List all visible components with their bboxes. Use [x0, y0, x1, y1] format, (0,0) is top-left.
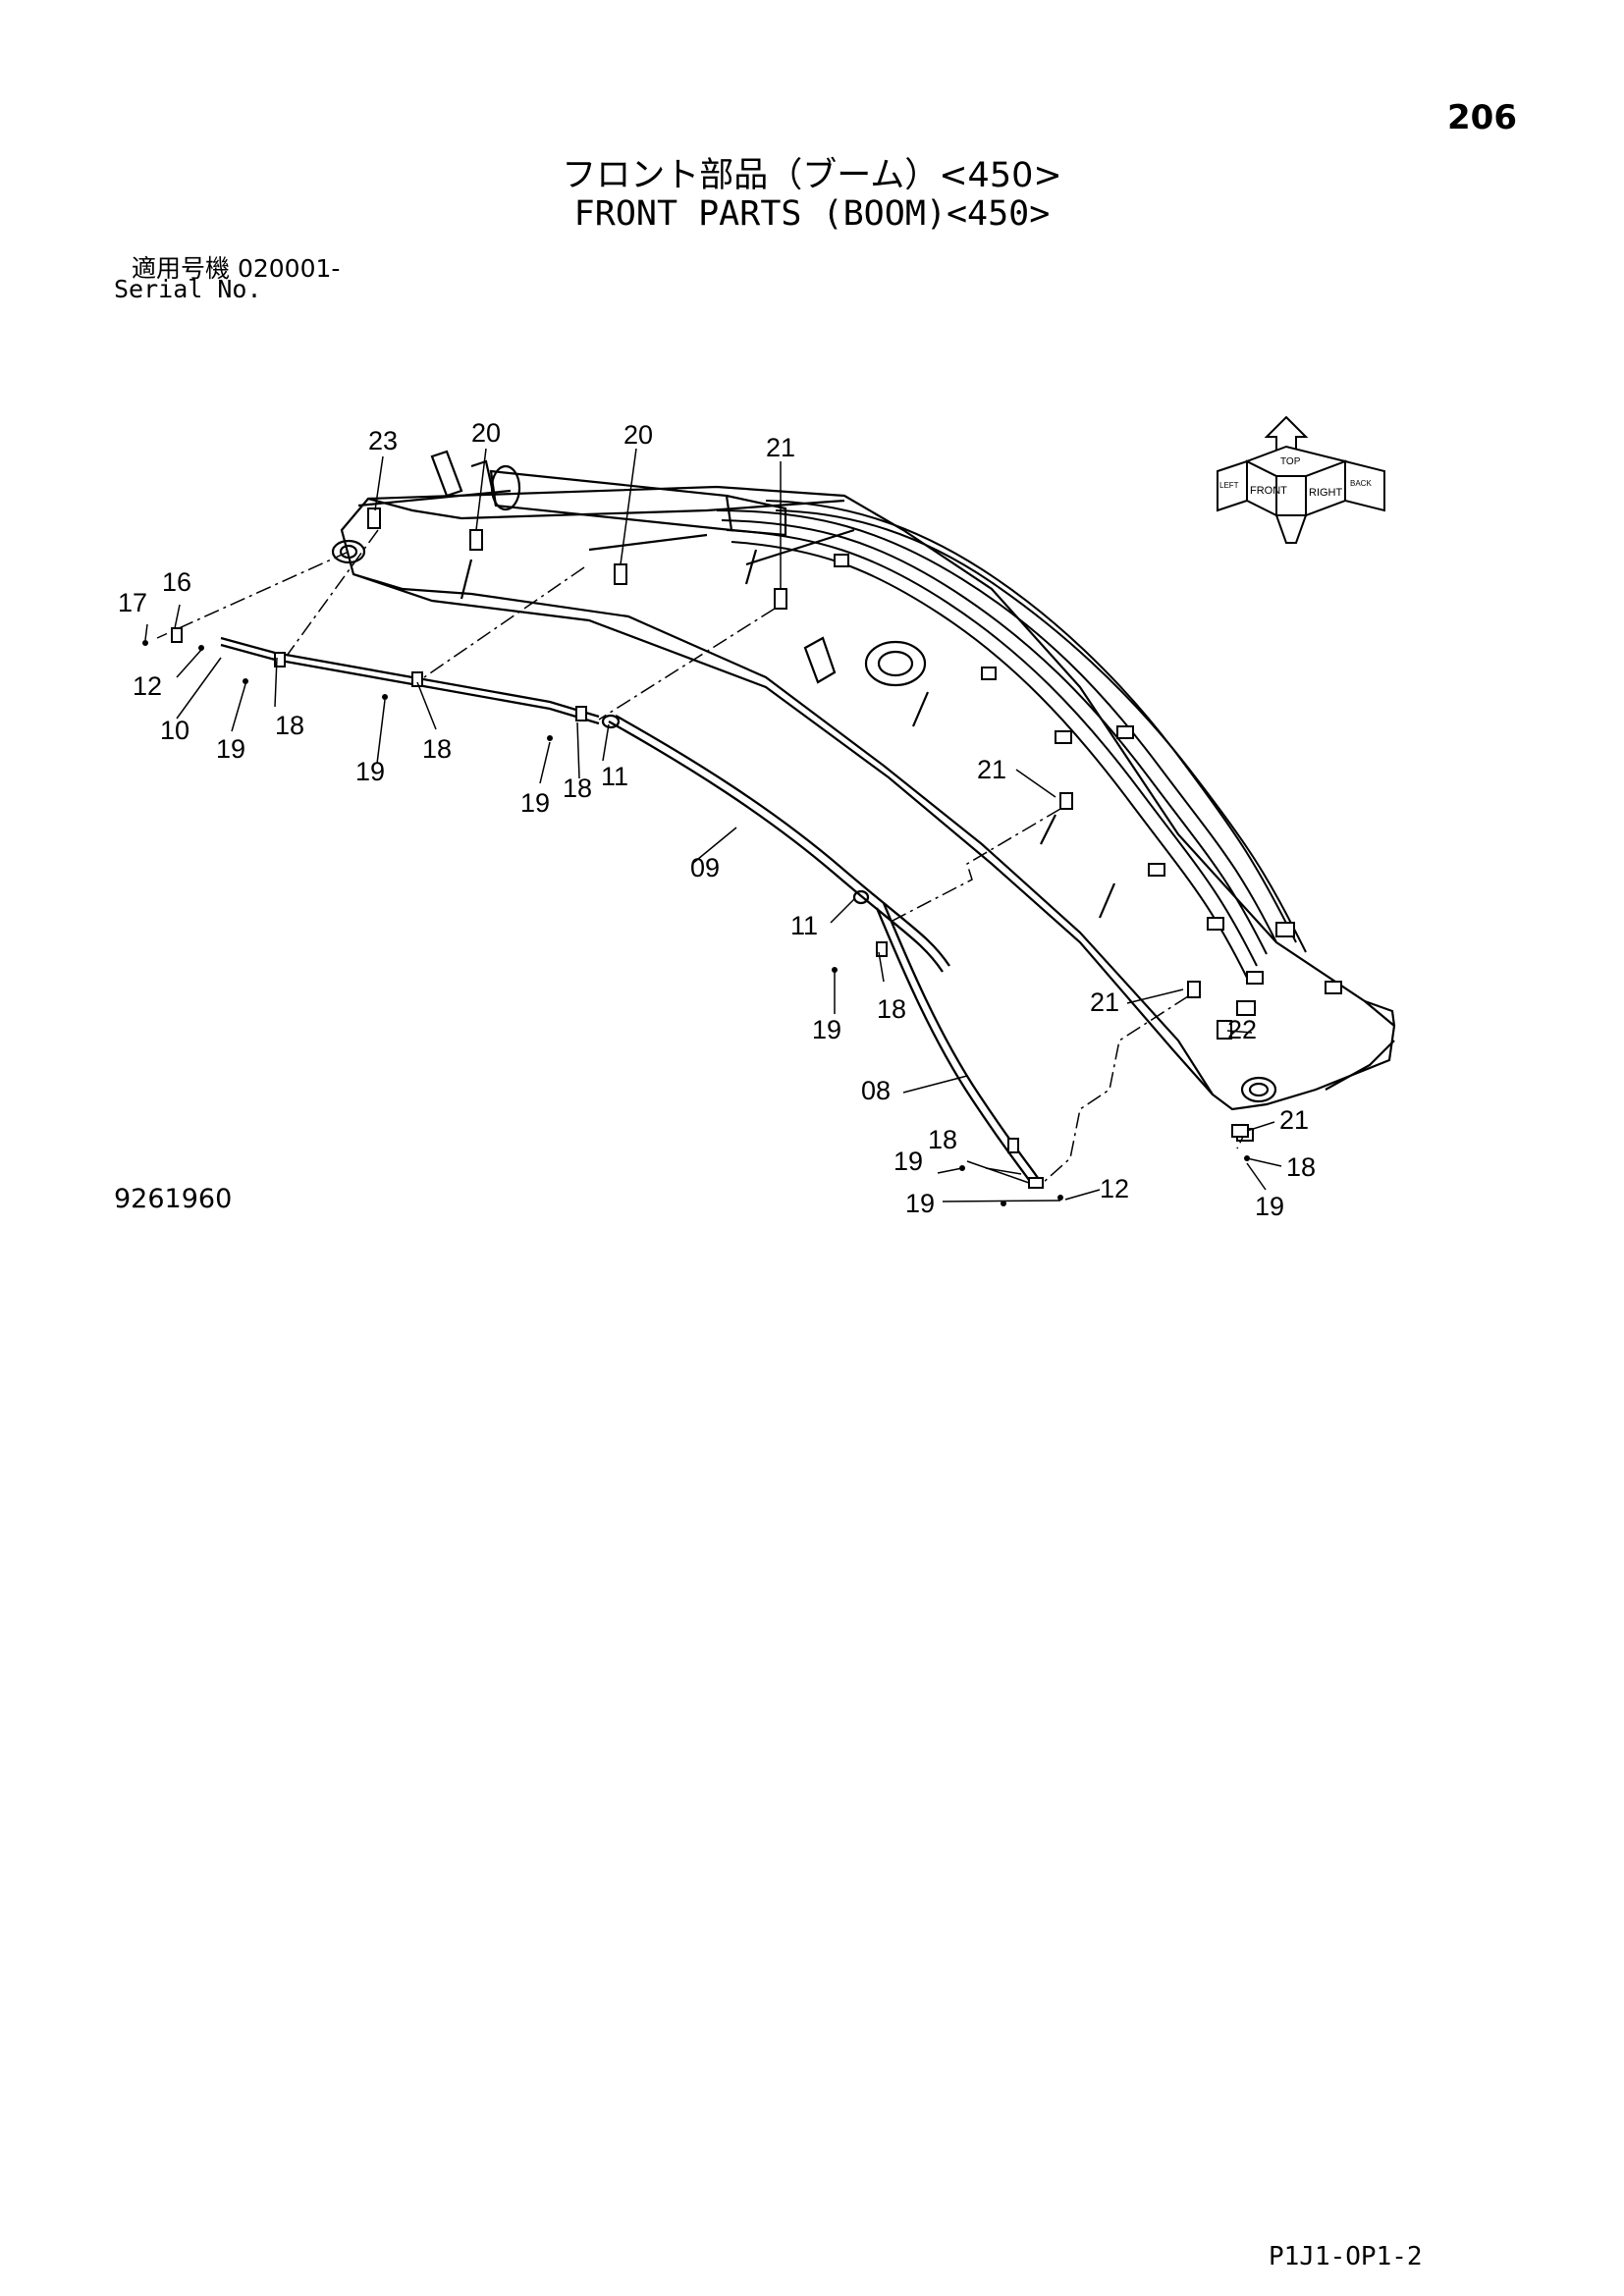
- callout-label: 21: [1090, 988, 1119, 1017]
- sheet-code: P1J1-OP1-2: [1269, 2242, 1423, 2271]
- callout-label: 12: [1100, 1174, 1129, 1203]
- callout-leaders: [144, 448, 1282, 1202]
- callout-label: 19: [812, 1015, 841, 1044]
- callout-label: 18: [877, 994, 906, 1024]
- callout-label: 19: [905, 1189, 935, 1218]
- callout-label: 21: [977, 755, 1006, 784]
- callout-label: 18: [928, 1125, 957, 1154]
- callout-label: 20: [471, 418, 501, 448]
- callout-label: 19: [893, 1147, 923, 1176]
- orientation-icon: FRONT RIGHT TOP LEFT BACK: [1217, 415, 1385, 544]
- callout-label: 12: [133, 671, 162, 701]
- callout-label: 23: [368, 426, 398, 455]
- boom-body: [331, 450, 1396, 1111]
- callout-label: 21: [1279, 1105, 1309, 1135]
- serial-label-japanese: 適用号機 020001-: [132, 254, 341, 283]
- callout-label: 18: [563, 774, 592, 803]
- callout-label: 19: [520, 788, 550, 818]
- callout-label: 11: [790, 911, 818, 940]
- serial-label-english: Serial No.: [114, 275, 262, 303]
- orientation-label-left: LEFT: [1219, 481, 1239, 490]
- callout-label: 09: [690, 853, 720, 882]
- orientation-label-right: RIGHT: [1309, 487, 1343, 499]
- callout-label: 20: [623, 420, 653, 450]
- orientation-label-back: BACK: [1350, 479, 1372, 488]
- fasteners: [142, 640, 1250, 1206]
- orientation-label-front: FRONT: [1250, 485, 1287, 497]
- callout-label: 19: [355, 757, 385, 786]
- callout-label: 17: [118, 588, 147, 617]
- callout-label: 16: [162, 567, 191, 597]
- page-title-japanese: フロント部品（ブーム）<450>: [562, 156, 1062, 195]
- hose-clamps: [834, 554, 1342, 1016]
- callout-label: 22: [1227, 1015, 1257, 1044]
- page-number: 206: [1447, 98, 1517, 137]
- callout-label: 08: [861, 1076, 891, 1105]
- boom-hoses: [716, 500, 1307, 979]
- orientation-label-top: TOP: [1280, 456, 1301, 467]
- callout-label: 18: [275, 711, 304, 740]
- callout-label: 18: [422, 734, 452, 764]
- callout-label: 21: [766, 433, 795, 462]
- callout-label: 19: [1255, 1192, 1284, 1221]
- drawing-number: 9261960: [114, 1184, 233, 1214]
- callout-label: 10: [160, 716, 189, 745]
- fastener-parts: [171, 627, 1249, 1189]
- clamp-markers: [367, 507, 1254, 1142]
- callout-label: 11: [601, 762, 628, 791]
- callout-labels: 23 20 20 21 16 17 12 10 19 18 19 18 19 1…: [118, 418, 1316, 1221]
- callout-label: 19: [216, 734, 245, 764]
- callout-label: 18: [1286, 1152, 1316, 1182]
- page-title-english: FRONT PARTS (BOOM)<450>: [573, 194, 1051, 234]
